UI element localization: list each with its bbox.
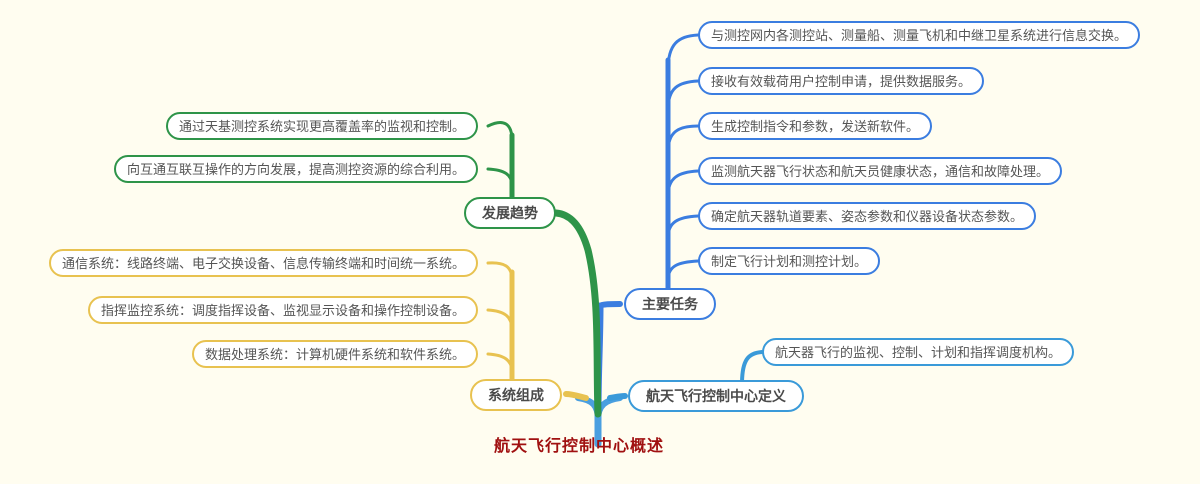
leaf-label: 通过天基测控系统实现更高覆盖率的监视和控制。 (178, 118, 465, 134)
branch-label-system-composition: 系统组成 (488, 387, 544, 403)
leaf-label: 向互通互联互操作的方向发展，提高测控资源的综合利用。 (126, 161, 465, 177)
leaf-label: 航天器飞行的监视、控制、计划和指挥调度机构。 (775, 344, 1062, 360)
leaf-node-system-composition-3[interactable]: 数据处理系统：计算机硬件系统和软件系统。 (191, 340, 478, 368)
root-node[interactable]: 航天飞行控制中心概述 (494, 438, 665, 455)
leaf-label: 制定飞行计划和测控计划。 (711, 253, 868, 269)
leaf-label: 监测航天器飞行状态和航天员健康状态，通信和故障处理。 (711, 163, 1050, 179)
branch-label-definition: 航天飞行控制中心定义 (646, 388, 786, 404)
leaf-label: 与测控网内各测控站、测量船、测量飞机和中继卫星系统进行信息交换。 (711, 27, 1128, 43)
leaf-node-main-tasks-5[interactable]: 确定航天器轨道要素、姿态参数和仪器设备状态参数。 (698, 202, 1037, 230)
leaf-node-main-tasks-2[interactable]: 接收有效载荷用户控制申请，提供数据服务。 (698, 67, 985, 95)
branch-node-system-composition[interactable]: 系统组成 (470, 379, 562, 411)
leaf-node-system-composition-2[interactable]: 指挥监控系统：调度指挥设备、监视显示设备和操作控制设备。 (87, 296, 478, 324)
leaf-node-main-tasks-3[interactable]: 生成控制指令和参数，发送新软件。 (698, 112, 933, 140)
leaf-label: 通信系统：线路终端、电子交换设备、信息传输终端和时间统一系统。 (61, 255, 465, 271)
leaf-node-trends-1[interactable]: 通过天基测控系统实现更高覆盖率的监视和控制。 (165, 112, 478, 140)
leaf-node-definition-1[interactable]: 航天器飞行的监视、控制、计划和指挥调度机构。 (762, 338, 1075, 366)
leaf-label: 数据处理系统：计算机硬件系统和软件系统。 (204, 346, 465, 362)
leaf-node-main-tasks-4[interactable]: 监测航天器飞行状态和航天员健康状态，通信和故障处理。 (698, 157, 1063, 185)
leaf-node-trends-2[interactable]: 向互通互联互操作的方向发展，提高测控资源的综合利用。 (113, 155, 478, 183)
branch-node-trends[interactable]: 发展趋势 (464, 197, 556, 229)
leaf-label: 生成控制指令和参数，发送新软件。 (711, 118, 920, 134)
branch-label-main-tasks: 主要任务 (642, 296, 698, 312)
leaf-label: 接收有效载荷用户控制申请，提供数据服务。 (711, 73, 972, 89)
leaf-node-main-tasks-6[interactable]: 制定飞行计划和测控计划。 (698, 247, 881, 275)
leaf-label: 确定航天器轨道要素、姿态参数和仪器设备状态参数。 (711, 208, 1024, 224)
leaf-label: 指挥监控系统：调度指挥设备、监视显示设备和操作控制设备。 (100, 302, 465, 318)
branch-node-definition[interactable]: 航天飞行控制中心定义 (628, 380, 804, 412)
leaf-node-system-composition-1[interactable]: 通信系统：线路终端、电子交换设备、信息传输终端和时间统一系统。 (48, 249, 478, 277)
branch-label-trends: 发展趋势 (482, 205, 538, 221)
branch-node-main-tasks[interactable]: 主要任务 (624, 288, 716, 320)
leaf-node-main-tasks-1[interactable]: 与测控网内各测控站、测量船、测量飞机和中继卫星系统进行信息交换。 (698, 21, 1141, 49)
